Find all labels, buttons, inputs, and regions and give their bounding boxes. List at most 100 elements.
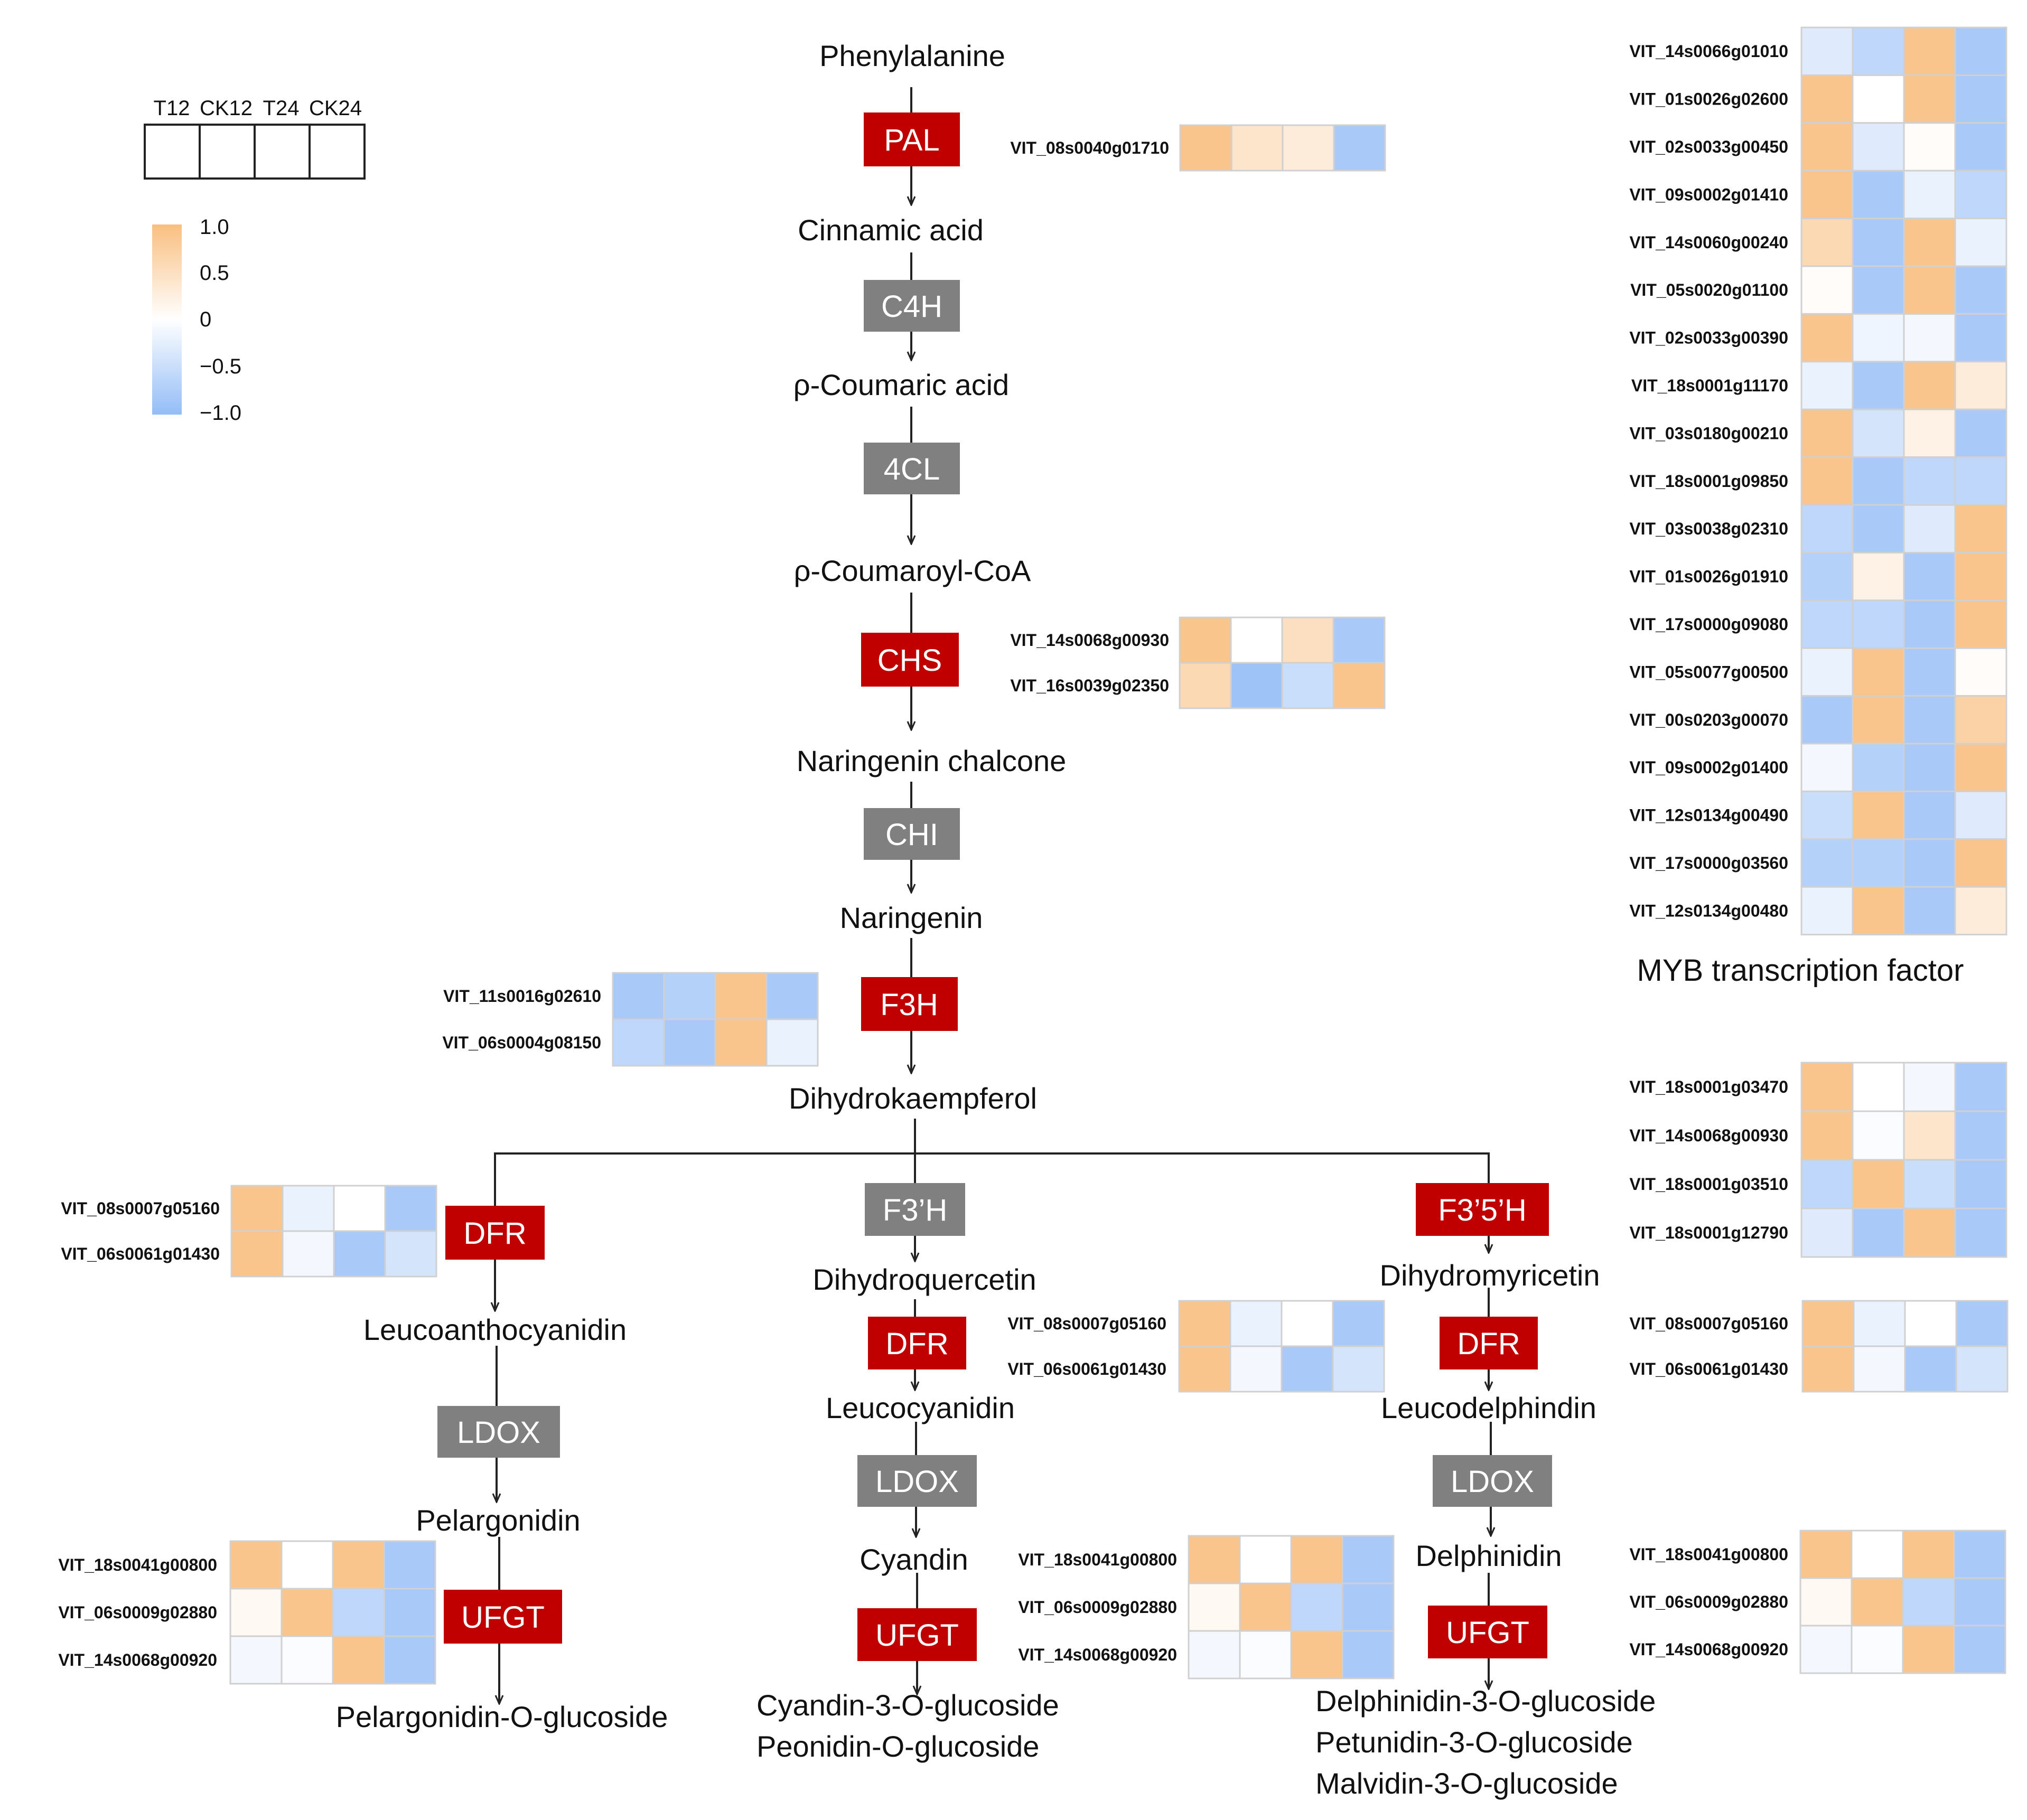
heatmap-f3-5-prime-h: VIT_18s0001g03470VIT_14s0068g00930VIT_18… bbox=[1629, 1062, 2007, 1258]
heatmap-cell bbox=[333, 1185, 386, 1232]
heatmap-cell bbox=[1954, 170, 2007, 220]
heatmap-cell bbox=[229, 1588, 283, 1637]
metabolite-naringenin-chalcone: Naringenin chalcone bbox=[797, 744, 1067, 777]
gene-label: VIT_06s0009g02880 bbox=[58, 1603, 217, 1622]
heatmap-cell bbox=[1954, 886, 2007, 936]
heatmap-cell bbox=[1290, 1582, 1343, 1632]
heatmap-cell bbox=[1800, 1062, 1854, 1112]
gene-label: VIT_18s0001g03470 bbox=[1629, 1077, 1788, 1096]
gene-label: VIT_18s0041g00800 bbox=[58, 1555, 217, 1574]
enzyme-label: UFGT bbox=[875, 1618, 959, 1653]
heatmap-cell bbox=[1178, 1300, 1231, 1347]
metabolite-leucodelphindin: Leucodelphindin bbox=[1381, 1391, 1596, 1424]
heatmap-cell bbox=[1954, 551, 2007, 602]
heatmap-cell bbox=[1229, 1300, 1283, 1347]
enzymes: PAL C4H 4CL CHS CHI F3H F3’H F3’5’H bbox=[437, 112, 1552, 1661]
metabolite-naringenin: Naringenin bbox=[840, 901, 983, 934]
legend-sample-t24: T24 bbox=[263, 97, 300, 120]
enzyme-dfr-middle: DFR bbox=[868, 1317, 966, 1369]
heatmap-cell bbox=[1178, 1345, 1231, 1393]
heatmap-cell bbox=[765, 972, 819, 1020]
enzyme-label: F3’5’H bbox=[1438, 1193, 1527, 1227]
heatmap-cell bbox=[1852, 408, 1905, 458]
heatmap-cell bbox=[1800, 599, 1854, 649]
scale-tick-1: 1.0 bbox=[200, 215, 229, 239]
heatmap-cell bbox=[1954, 26, 2007, 76]
gene-label: VIT_14s0066g01010 bbox=[1629, 42, 1788, 61]
heatmap-cell bbox=[281, 1635, 334, 1685]
heatmap-cell bbox=[1230, 616, 1283, 664]
heatmap-cell bbox=[1954, 313, 2007, 363]
heatmap-cell bbox=[1954, 1207, 2007, 1258]
heatmap-cell bbox=[1799, 1530, 1853, 1579]
heatmap-cell bbox=[1800, 26, 1854, 76]
enzyme-c4h: C4H bbox=[864, 280, 960, 332]
gene-label: VIT_17s0000g03560 bbox=[1629, 853, 1788, 873]
heatmap-cell bbox=[1800, 170, 1854, 220]
heatmap-cell bbox=[1332, 616, 1386, 664]
heatmap-cell bbox=[1341, 1630, 1395, 1680]
enzyme-f3-5-prime-h: F3’5’H bbox=[1416, 1183, 1549, 1236]
heatmap-pal: VIT_08s0040g01710 bbox=[1010, 124, 1386, 172]
heatmap-cell bbox=[1903, 790, 1956, 840]
heatmap-cell bbox=[1954, 1062, 2007, 1112]
enzyme-label: DFR bbox=[1457, 1327, 1520, 1361]
heatmap-cell bbox=[1852, 265, 1905, 315]
metabolite-pelargonidin: Pelargonidin bbox=[416, 1504, 580, 1537]
heatmap-cell bbox=[1903, 26, 1956, 76]
enzyme-label: F3’H bbox=[883, 1193, 947, 1227]
metabolite-cinnamic-acid: Cinnamic acid bbox=[798, 213, 984, 247]
heatmap-cell bbox=[1903, 1207, 1956, 1258]
metabolite-coumaroyl-coa: ρ-Coumaroyl-CoA bbox=[794, 554, 1031, 587]
heatmap-cell bbox=[1953, 1577, 2006, 1627]
metabolite-petunidin-glucoside: Petunidin-3-O-glucoside bbox=[1315, 1725, 1633, 1759]
gene-label: VIT_18s0001g11170 bbox=[1631, 376, 1788, 395]
gene-label: VIT_05s0020g01100 bbox=[1630, 280, 1788, 299]
metabolite-peonidin-glucoside: Peonidin-O-glucoside bbox=[756, 1730, 1039, 1763]
heatmap-cell bbox=[1954, 647, 2007, 697]
gene-label: VIT_18s0041g00800 bbox=[1018, 1550, 1177, 1569]
metabolite-leucoanthocyanidin: Leucoanthocyanidin bbox=[363, 1313, 627, 1346]
heatmap-cell bbox=[282, 1230, 335, 1278]
heatmap-cell bbox=[1852, 790, 1905, 840]
enzyme-label: UFGT bbox=[1446, 1616, 1529, 1650]
heatmap-cell bbox=[1852, 456, 1905, 506]
heatmap-cell bbox=[1954, 695, 2007, 745]
heatmap-cell bbox=[1852, 886, 1905, 936]
heatmap-cell bbox=[1903, 743, 1956, 792]
heatmap-cell bbox=[383, 1540, 436, 1590]
heatmap-cell bbox=[1800, 838, 1854, 888]
gene-label: VIT_09s0002g01410 bbox=[1629, 185, 1788, 204]
heatmap-cell bbox=[1903, 838, 1956, 888]
heatmap-cell bbox=[229, 1635, 283, 1685]
heatmap-cell bbox=[1955, 1300, 2009, 1347]
enzyme-label: UFGT bbox=[461, 1600, 545, 1635]
gene-label: VIT_06s0009g02880 bbox=[1629, 1592, 1788, 1611]
metabolite-delphinidin: Delphinidin bbox=[1415, 1539, 1562, 1572]
heatmap-cell bbox=[332, 1635, 385, 1685]
heatmap-cell bbox=[1851, 1625, 1904, 1674]
gene-label: VIT_12s0134g00490 bbox=[1629, 806, 1788, 825]
heatmap-cell bbox=[1230, 124, 1284, 172]
heatmap-cell bbox=[1904, 1300, 1957, 1347]
heatmap-cell bbox=[1333, 124, 1386, 172]
heatmap-cell bbox=[1852, 504, 1905, 553]
heatmap-cell bbox=[1903, 599, 1956, 649]
heatmap-cell bbox=[1953, 1530, 2006, 1579]
heatmap-cell bbox=[1800, 743, 1854, 792]
gene-label: VIT_18s0001g12790 bbox=[1629, 1223, 1788, 1242]
scale-tick-0: 0 bbox=[200, 308, 211, 331]
enzyme-label: CHI bbox=[885, 818, 938, 852]
gene-label: VIT_03s0180g00210 bbox=[1629, 424, 1788, 443]
myb-title: MYB transcription factor bbox=[1637, 953, 1964, 988]
heatmap-cell bbox=[1852, 838, 1905, 888]
heatmap-cell bbox=[1903, 695, 1956, 745]
gene-label: VIT_18s0001g03510 bbox=[1629, 1175, 1788, 1194]
heatmap-cell bbox=[1800, 695, 1854, 745]
heatmap-cell bbox=[384, 1185, 437, 1232]
gene-label: VIT_02s0033g00390 bbox=[1629, 329, 1788, 348]
heatmap-cell bbox=[1239, 1582, 1292, 1632]
heatmap-cell bbox=[1903, 886, 1956, 936]
gene-label: VIT_12s0134g00480 bbox=[1629, 901, 1788, 920]
